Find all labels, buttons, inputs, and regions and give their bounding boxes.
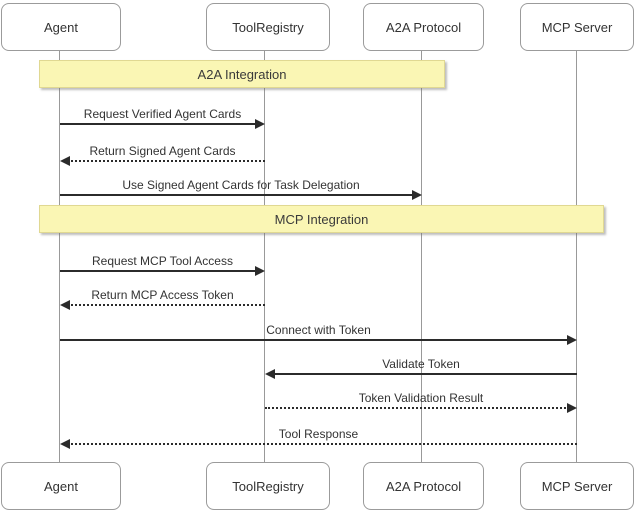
message-line: [60, 194, 414, 196]
arrowhead-right: [255, 119, 265, 129]
actor-mcp-server-top: MCP Server: [520, 3, 634, 51]
actor-a2a-protocol-top: A2A Protocol: [363, 3, 484, 51]
message-label: Request MCP Tool Access: [92, 254, 233, 268]
message-line: [60, 123, 257, 125]
message-line: [68, 443, 577, 445]
message-label: Connect with Token: [266, 323, 371, 337]
arrowhead-right: [255, 266, 265, 276]
arrowhead-right: [412, 190, 422, 200]
actor-label: A2A Protocol: [385, 478, 462, 494]
lifeline-agent: [59, 50, 60, 462]
actor-label: MCP Server: [541, 19, 613, 35]
arrowhead-left: [60, 439, 70, 449]
section-label: A2A Integration: [197, 66, 287, 82]
lifeline-a2a-protocol: [421, 50, 422, 462]
message-line: [265, 407, 569, 409]
actor-label: ToolRegistry: [232, 19, 304, 35]
actor-mcp-server-bottom: MCP Server: [520, 462, 634, 510]
actor-label: Agent: [44, 478, 78, 494]
message-label: Use Signed Agent Cards for Task Delegati…: [122, 178, 360, 192]
actor-label: MCP Server: [541, 478, 613, 494]
section-label: MCP Integration: [274, 211, 369, 227]
message-label: Return Signed Agent Cards: [89, 144, 236, 158]
message-line: [60, 270, 257, 272]
arrowhead-right: [567, 403, 577, 413]
actor-agent-bottom: Agent: [1, 462, 121, 510]
message-line: [60, 339, 569, 341]
section-banner-mcp-integration: MCP Integration: [39, 205, 604, 233]
actor-agent-top: Agent: [1, 3, 121, 51]
arrowhead-left: [60, 300, 70, 310]
message-label: Return MCP Access Token: [91, 288, 234, 302]
lifeline-mcp-server: [576, 50, 577, 462]
message-line: [273, 373, 577, 375]
actor-toolregistry-top: ToolRegistry: [206, 3, 330, 51]
actor-label: ToolRegistry: [232, 478, 304, 494]
arrowhead-left: [265, 369, 275, 379]
message-label: Validate Token: [382, 357, 460, 371]
actor-a2a-protocol-bottom: A2A Protocol: [363, 462, 484, 510]
message-label: Tool Response: [278, 427, 359, 441]
arrowhead-right: [567, 335, 577, 345]
message-label: Token Validation Result: [358, 391, 484, 405]
message-line: [68, 160, 265, 162]
actor-label: Agent: [44, 19, 78, 35]
lifeline-toolregistry: [264, 50, 265, 462]
message-line: [68, 304, 265, 306]
section-banner-a2a-integration: A2A Integration: [39, 60, 445, 88]
actor-label: A2A Protocol: [385, 19, 462, 35]
arrowhead-left: [60, 156, 70, 166]
message-label: Request Verified Agent Cards: [83, 107, 242, 121]
actor-toolregistry-bottom: ToolRegistry: [206, 462, 330, 510]
